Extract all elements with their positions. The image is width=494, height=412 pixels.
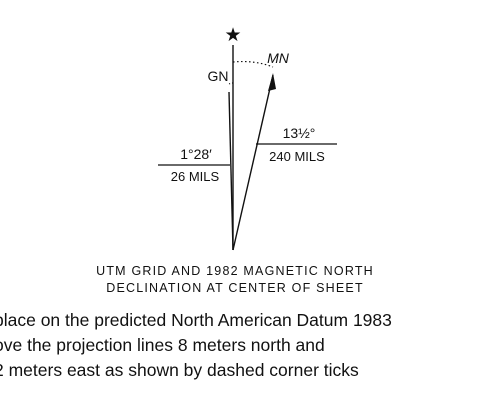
true-north-star-icon: ★ <box>224 25 241 46</box>
caption-line-2: DECLINATION AT CENTER OF SHEET <box>106 281 364 295</box>
magnetic-declination-mils: 240 MILS <box>269 149 325 164</box>
grid-declination-mils: 26 MILS <box>171 169 220 184</box>
magnetic-declination-degrees: 13½° <box>283 125 316 141</box>
note-line-2: ove the projection lines 8 meters north … <box>0 335 325 355</box>
grid-north-label: GN <box>208 68 229 84</box>
grid-angle-arc <box>228 82 234 85</box>
note-line-3: 2 meters east as shown by dashed corner … <box>0 360 359 380</box>
magnetic-north-label: MN <box>267 50 290 66</box>
diagram-caption: UTM GRID AND 1982 MAGNETIC NORTH DECLINA… <box>0 263 470 297</box>
caption-line-1: UTM GRID AND 1982 MAGNETIC NORTH <box>96 264 374 278</box>
grid-north-line <box>228 91 234 251</box>
grid-declination-degrees: 1°28′ <box>180 146 212 162</box>
note-line-1: place on the predicted North American Da… <box>0 310 392 330</box>
magnetic-north-arrowhead <box>268 73 276 91</box>
magnetic-angle-arc <box>232 60 274 68</box>
magnetic-north-line <box>232 74 274 251</box>
